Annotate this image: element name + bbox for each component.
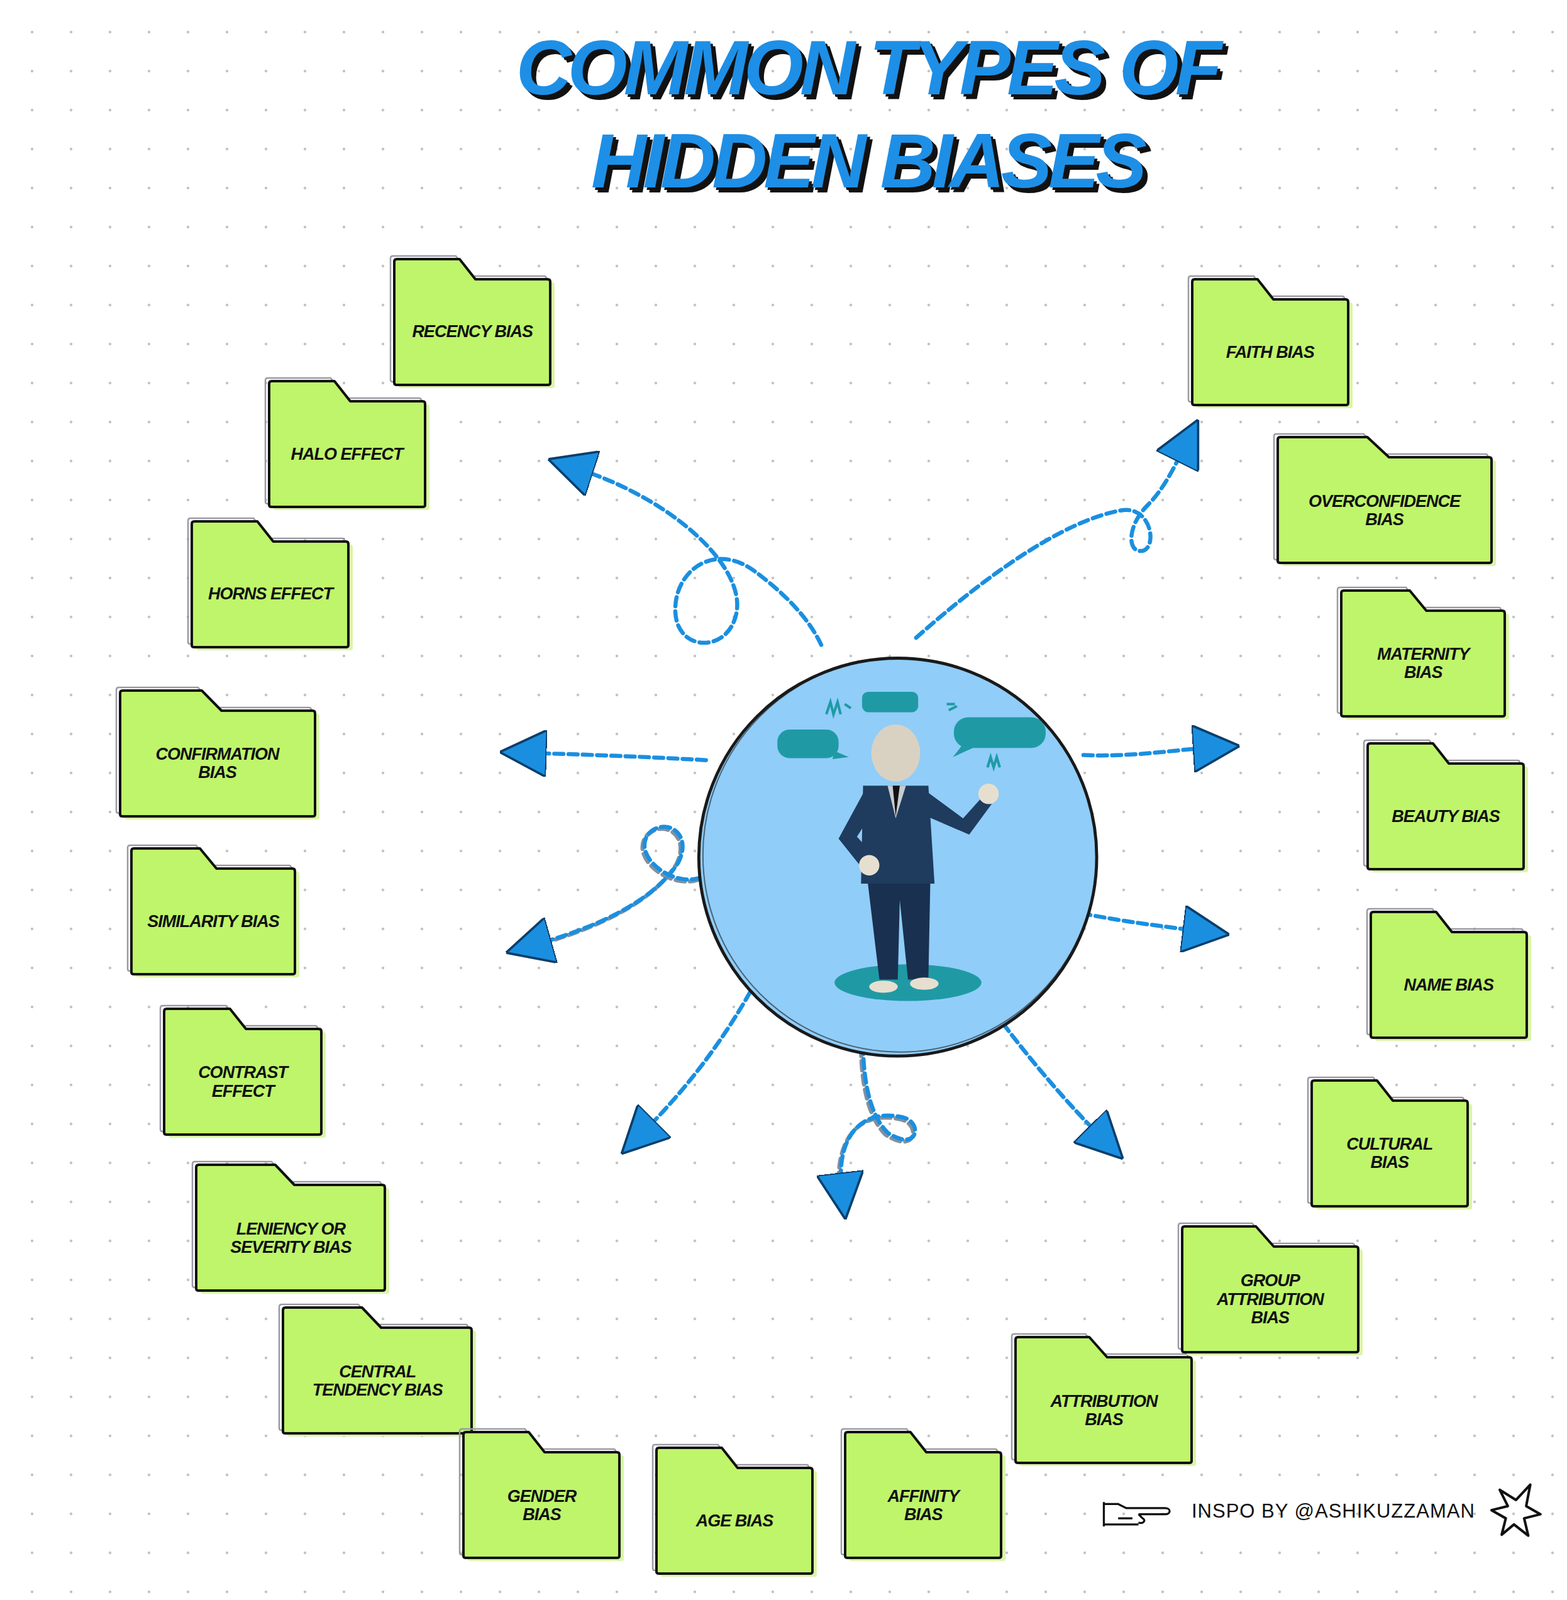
title: COMMON TYPES OF HIDDEN BIASES xyxy=(458,21,1276,208)
bias-label: CONTRAST EFFECT xyxy=(179,1063,306,1100)
bias-label: SIMILARITY BIAS xyxy=(147,912,280,931)
folder-box: LENIENCY OR SEVERITY BIAS xyxy=(194,1163,387,1291)
folder-box: CONTRAST EFFECT xyxy=(162,1007,323,1136)
bias-label: MATERNITY BIAS xyxy=(1356,645,1490,682)
folder-shape xyxy=(267,379,427,508)
bias-label: BEAUTY BIAS xyxy=(1391,807,1500,826)
folder-shape xyxy=(190,520,350,648)
folder-shape xyxy=(1190,277,1350,406)
folder-box: HORNS EFFECT xyxy=(190,520,350,648)
folder-box: CULTURAL BIAS xyxy=(1310,1079,1469,1207)
bias-label: CONFIRMATION BIAS xyxy=(135,745,300,782)
bias-label: ATTRIBUTION BIAS xyxy=(1031,1392,1176,1429)
bias-label: NAME BIAS xyxy=(1404,975,1495,995)
pointing-hand-icon xyxy=(1103,1501,1170,1527)
bias-label: FAITH BIAS xyxy=(1226,343,1315,362)
bias-label: AFFINITY BIAS xyxy=(869,1487,977,1524)
bias-label: GROUP ATTRIBUTION BIAS xyxy=(1197,1271,1343,1327)
folder-shape xyxy=(1369,910,1529,1039)
folder-shape xyxy=(130,847,297,975)
folder-box: CENTRAL TENDENCY BIAS xyxy=(281,1306,473,1434)
bias-label: CULTURAL BIAS xyxy=(1333,1135,1447,1172)
folder-box: AFFINITY BIAS xyxy=(843,1430,1003,1559)
folder-box: ATTRIBUTION BIAS xyxy=(1014,1335,1193,1464)
bias-label: HALO EFFECT xyxy=(291,445,404,464)
folder-box: CONFIRMATION BIAS xyxy=(118,689,317,817)
folder-box: HALO EFFECT xyxy=(267,379,427,508)
folder-box: MATERNITY BIAS xyxy=(1339,589,1507,717)
folder-box: SIMILARITY BIAS xyxy=(130,847,297,975)
folder-shape xyxy=(393,257,552,386)
credit-caption: INSPO BY @ASHIKUZZAMAN xyxy=(1191,1499,1476,1523)
bias-label: CENTRAL TENDENCY BIAS xyxy=(298,1362,456,1400)
star-burst xyxy=(1491,1484,1541,1536)
bias-label: LENIENCY OR SEVERITY BIAS xyxy=(211,1219,370,1257)
folder-box: AGE BIAS xyxy=(655,1446,814,1574)
folder-shape xyxy=(655,1446,814,1574)
folder-shape xyxy=(1366,741,1525,870)
folder-box: GENDER BIAS xyxy=(462,1430,621,1559)
bias-label: OVERCONFIDENCE BIAS xyxy=(1293,492,1476,529)
folder-box: RECENCY BIAS xyxy=(393,257,552,386)
bias-label: AGE BIAS xyxy=(696,1511,774,1530)
person-illustration xyxy=(698,657,1097,1056)
folder-box: BEAUTY BIAS xyxy=(1366,741,1525,870)
folder-box: GROUP ATTRIBUTION BIAS xyxy=(1180,1224,1360,1353)
decorative-arrows xyxy=(532,448,1207,1191)
bias-label: RECENCY BIAS xyxy=(411,322,533,341)
bias-label: GENDER BIAS xyxy=(494,1487,589,1524)
bias-label: HORNS EFFECT xyxy=(208,584,333,604)
folder-box: NAME BIAS xyxy=(1369,910,1529,1039)
folder-box: OVERCONFIDENCE BIAS xyxy=(1276,435,1493,564)
folder-box: FAITH BIAS xyxy=(1190,277,1350,406)
